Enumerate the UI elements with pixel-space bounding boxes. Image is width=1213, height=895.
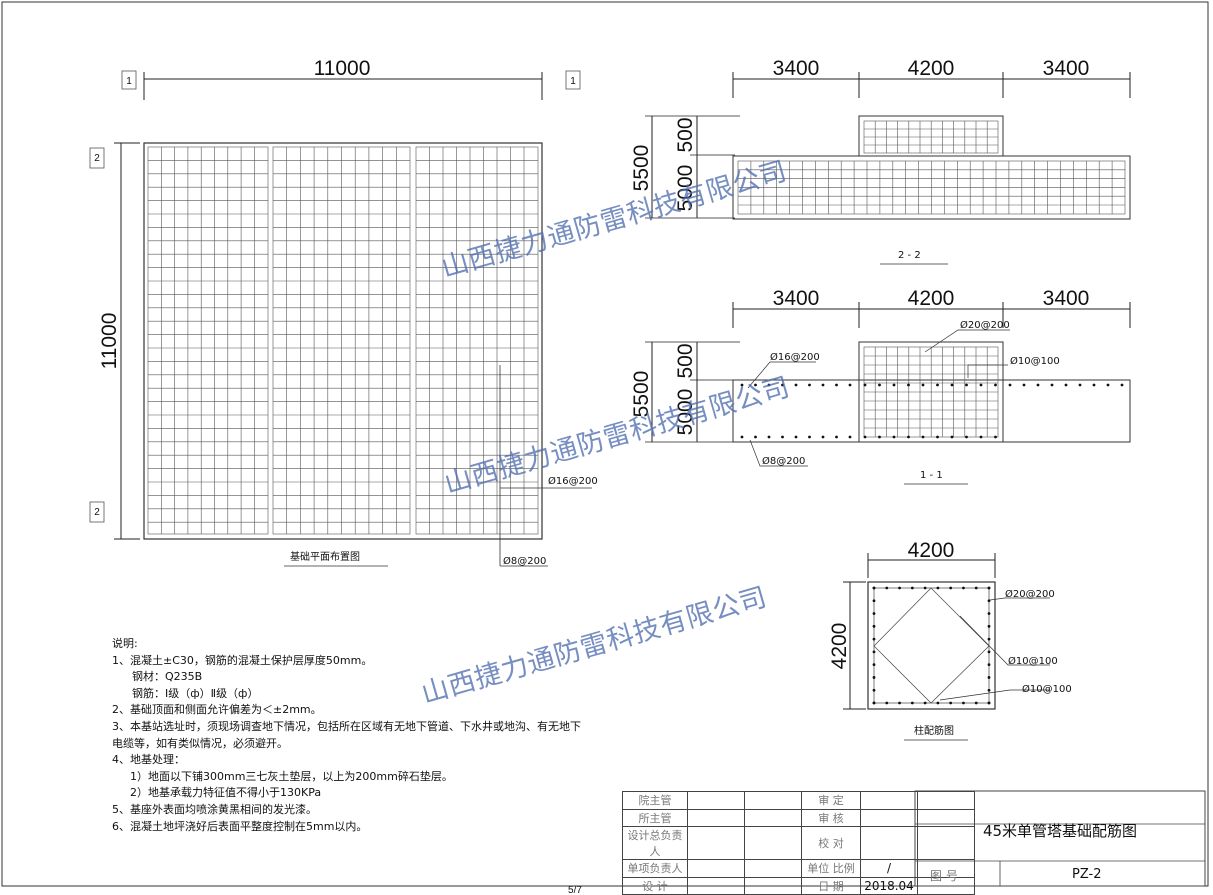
s11-dim-mid: 4200	[908, 287, 955, 310]
axis-marker-2-top: 2	[94, 153, 100, 164]
notes-block: 说明: 1、混凝土±C30，钢筋的混凝土保护层厚度50mm。 钢材：Q235B …	[112, 636, 612, 835]
s22-dim-total: 5500	[630, 145, 653, 192]
plan-rebar-d8: Ø8@200	[503, 555, 546, 567]
s11-dim-right: 3400	[1043, 287, 1090, 310]
tb-r3-mid: 校 对	[801, 826, 861, 861]
note-2: 2、基础顶面和侧面允许偏差为＜±2mm。	[112, 703, 322, 717]
drawing-title: 45米单管塔基础配筋图	[982, 822, 1138, 840]
note-6: 6、混凝土地坪浇好后表面平整度控制在5mm以内。	[112, 819, 368, 833]
note-5: 5、基座外表面均喷涂黄黑相间的发光漆。	[112, 802, 317, 816]
plan-view: 11000 11000 1 1 2 2 Ø16@200 Ø8@200 基础平面布…	[89, 57, 598, 567]
axis-marker-1-right: 1	[570, 76, 576, 87]
tb-date-value: 2018.04	[860, 876, 918, 895]
tb-r4-mid: 单位 比例	[801, 859, 861, 878]
plan-outline	[143, 142, 543, 540]
plan-height-dim: 11000	[98, 313, 121, 370]
page-number: 5/7	[568, 885, 582, 894]
tb-r4-label: 单项负责人	[622, 859, 688, 878]
tb-r1-mid: 审 定	[801, 791, 861, 810]
column-caption: 柱配筋图	[914, 724, 954, 737]
notes-heading: 说明:	[112, 637, 138, 650]
tb-r5-mid: 日 期	[801, 876, 861, 895]
tb-r1-label: 院主管	[622, 791, 688, 810]
s22-dim-right: 3400	[1043, 57, 1090, 80]
s11-dim-base: 5000	[674, 389, 697, 436]
column-rebar-d10-b: Ø10@100	[1022, 683, 1072, 695]
axis-marker-2-bottom: 2	[94, 507, 100, 518]
s11-rebar-d10: Ø10@100	[1010, 355, 1060, 367]
plan-rebar-d16: Ø16@200	[548, 475, 598, 487]
tb-r3-label: 设计总负责人	[622, 826, 688, 861]
s11-rebar-d16: Ø16@200	[770, 351, 820, 363]
plan-caption: 基础平面布置图	[290, 550, 360, 563]
tb-r2-label: 所主管	[622, 808, 688, 828]
drawing-no-label: 图 号	[930, 869, 958, 883]
note-1: 1、混凝土±C30，钢筋的混凝土保护层厚度50mm。	[112, 653, 373, 667]
note-4a: 1）地面以下铺300mm三七灰土垫层，以上为200mm碎石垫层。	[130, 769, 453, 783]
section-1-1: 3400 4200 3400 5500 5000 500 Ø20@200 Ø10…	[630, 287, 1131, 485]
s11-rebar-d8: Ø8@200	[762, 455, 805, 467]
title-block-table: 院主管 审 定 所主管 审 核 设计总负责人 校 对 单项负责人 单位 比例 /…	[622, 791, 975, 895]
s22-dim-top: 500	[674, 117, 697, 152]
plan-width-dim: 11000	[314, 57, 371, 80]
note-4b: 2）地基承载力特征值不得小于130KPa	[130, 786, 322, 800]
s11-dim-left: 3400	[773, 287, 820, 310]
tb-r5-label: 设 计	[622, 876, 688, 895]
note-3: 3、本基站选址时，须现场调查地下情况，包括所在区域有无地下管道、下水井或地沟、有…	[112, 719, 581, 733]
column-rebar-d20: Ø20@200	[1005, 588, 1055, 600]
note-1a: 钢材：Q235B	[132, 670, 203, 684]
s22-dim-mid: 4200	[908, 57, 955, 80]
column-dim-height: 4200	[828, 623, 851, 670]
column-dim-width: 4200	[908, 539, 955, 562]
column-detail: 4200 4200 Ø20@200 Ø10@100 Ø10@100 柱配筋图	[828, 539, 1072, 741]
note-1b: 钢筋：Ⅰ级（ф）Ⅱ级（ф）	[132, 686, 259, 700]
note-4: 4、地基处理：	[112, 753, 185, 767]
column-rebar-d10-a: Ø10@100	[1008, 655, 1058, 667]
tb-r2-mid: 审 核	[801, 808, 861, 828]
s22-dim-base: 5000	[674, 165, 697, 212]
s11-caption: 1 - 1	[920, 470, 943, 481]
s22-caption: 2 - 2	[898, 250, 921, 261]
tb-scale-value: /	[860, 859, 918, 878]
s22-dim-left: 3400	[773, 57, 820, 80]
note-3b: 电缆等，如有类似情况，必须避开。	[112, 736, 288, 750]
s11-dim-top: 500	[674, 343, 697, 378]
drawing-no: PZ-2	[1072, 867, 1102, 882]
s11-dim-total: 5500	[630, 371, 653, 418]
section-2-2: 3400 4200 3400 5500 5000 500 2 - 2	[630, 57, 1131, 265]
s11-rebar-d20: Ø20@200	[960, 319, 1010, 331]
axis-marker-1-left: 1	[126, 76, 132, 87]
